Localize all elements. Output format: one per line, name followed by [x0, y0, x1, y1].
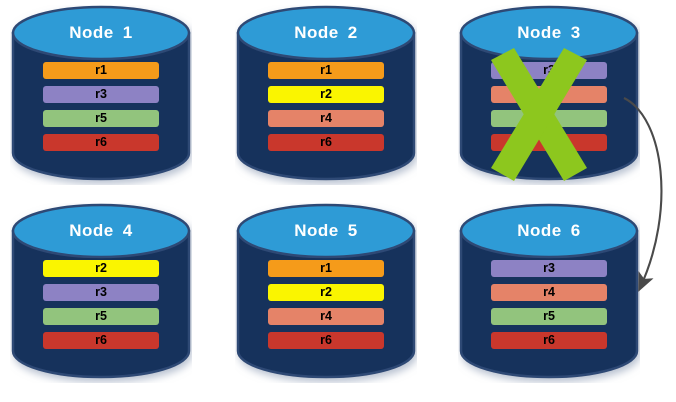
replica-bar[interactable]: r2: [268, 86, 384, 103]
replica-bar[interactable]: r2: [268, 284, 384, 301]
replica-bar[interactable]: r5: [491, 110, 607, 127]
replica-bar[interactable]: r6: [491, 134, 607, 151]
node-2-replica-list: r1 r2 r4 r6: [268, 62, 384, 151]
replica-bar[interactable]: r6: [268, 134, 384, 151]
replica-bar[interactable]: r6: [43, 332, 159, 349]
replica-bar[interactable]: r3: [491, 260, 607, 277]
replica-bar[interactable]: r1: [268, 260, 384, 277]
node-4-replica-list: r2 r3 r5 r6: [43, 260, 159, 349]
node-1-replica-list: r1 r3 r5 r6: [43, 62, 159, 151]
replica-bar[interactable]: r4: [491, 86, 607, 103]
node-6-replica-list: r3 r4 r5 r6: [491, 260, 607, 349]
replica-bar[interactable]: r3: [491, 62, 607, 79]
replica-bar[interactable]: r1: [268, 62, 384, 79]
replica-bar[interactable]: r6: [491, 332, 607, 349]
replica-bar[interactable]: r4: [491, 284, 607, 301]
replica-bar[interactable]: r2: [43, 260, 159, 277]
replica-bar[interactable]: r1: [43, 62, 159, 79]
replica-bar[interactable]: r4: [268, 110, 384, 127]
node-3-replica-list: r3 r4 r5 r6: [491, 62, 607, 151]
node-5-replica-list: r1 r2 r4 r6: [268, 260, 384, 349]
replica-bar[interactable]: r5: [491, 308, 607, 325]
replica-bar[interactable]: r4: [268, 308, 384, 325]
replica-bar[interactable]: r6: [268, 332, 384, 349]
replica-bar[interactable]: r5: [43, 308, 159, 325]
replica-bar[interactable]: r5: [43, 110, 159, 127]
replica-bar[interactable]: r6: [43, 134, 159, 151]
replica-bar[interactable]: r3: [43, 86, 159, 103]
replica-bar[interactable]: r3: [43, 284, 159, 301]
